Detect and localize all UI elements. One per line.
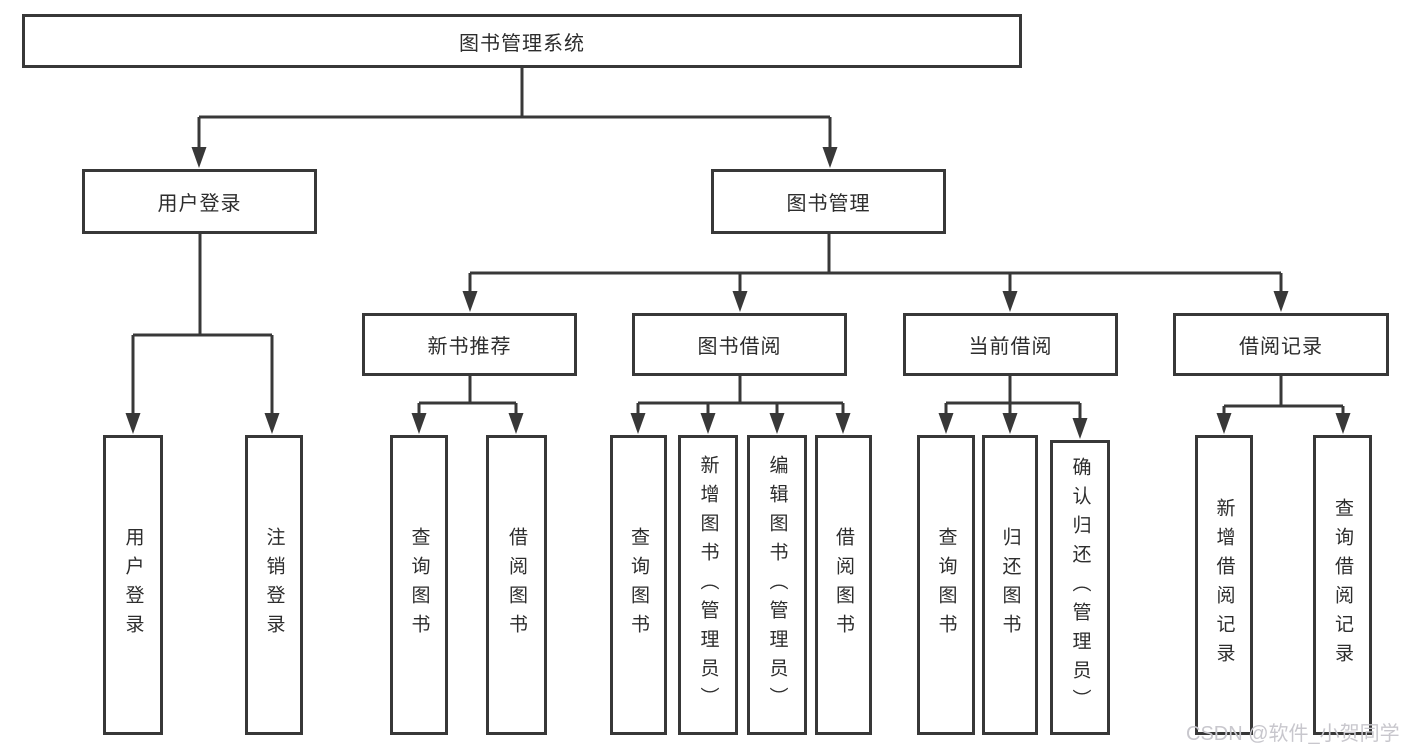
node-label: 用户登录 bbox=[122, 527, 144, 643]
node-label: 图书管理系统 bbox=[459, 32, 585, 55]
node-label: 用户登录 bbox=[157, 193, 242, 215]
leaf-return-book: 归还图书 bbox=[982, 435, 1038, 735]
node-borrow-records: 借阅记录 bbox=[1173, 313, 1389, 376]
node-label: 新增图书（管理员） bbox=[697, 454, 719, 716]
node-label: 确认归还（管理员） bbox=[1069, 457, 1091, 718]
node-user-login: 用户登录 bbox=[82, 169, 317, 234]
node-current-borrow: 当前借阅 bbox=[903, 313, 1118, 376]
node-new-book-recommend: 新书推荐 bbox=[362, 313, 577, 376]
node-label: 编辑图书（管理员） bbox=[766, 454, 788, 716]
node-label: 图书管理 bbox=[786, 193, 871, 215]
leaf-query-books-borrow: 查询图书 bbox=[610, 435, 667, 735]
node-label: 查询图书 bbox=[408, 527, 430, 643]
node-library-system: 图书管理系统 bbox=[22, 14, 1022, 68]
leaf-borrow-books-recommend: 借阅图书 bbox=[486, 435, 547, 735]
node-label: 查询借阅记录 bbox=[1332, 498, 1353, 672]
node-book-borrow: 图书借阅 bbox=[632, 313, 847, 376]
node-label: 借阅图书 bbox=[506, 527, 527, 643]
csdn-watermark: CSDN @软件_小贺同学 bbox=[1186, 723, 1400, 745]
leaf-user-login: 用户登录 bbox=[103, 435, 163, 735]
node-label: 借阅图书 bbox=[833, 527, 854, 643]
leaf-edit-book-admin: 编辑图书（管理员） bbox=[747, 435, 807, 735]
leaf-add-borrow-record: 新增借阅记录 bbox=[1195, 435, 1253, 735]
leaf-query-borrow-record: 查询借阅记录 bbox=[1313, 435, 1372, 735]
leaf-add-book-admin: 新增图书（管理员） bbox=[678, 435, 738, 735]
node-book-management: 图书管理 bbox=[711, 169, 946, 234]
leaf-logout: 注销登录 bbox=[245, 435, 303, 735]
node-label: 新增借阅记录 bbox=[1213, 498, 1235, 672]
node-label: 当前借阅 bbox=[968, 336, 1053, 358]
leaf-query-books-recommend: 查询图书 bbox=[390, 435, 448, 735]
node-label: 查询图书 bbox=[935, 527, 957, 643]
node-label: 借阅记录 bbox=[1239, 336, 1323, 358]
leaf-query-books-current: 查询图书 bbox=[917, 435, 975, 735]
node-label: 图书借阅 bbox=[697, 336, 782, 358]
node-label: 新书推荐 bbox=[427, 336, 512, 358]
leaf-confirm-return-admin: 确认归还（管理员） bbox=[1050, 440, 1110, 735]
node-label: 归还图书 bbox=[999, 527, 1021, 643]
node-label: 注销登录 bbox=[263, 527, 285, 643]
node-label: 查询图书 bbox=[628, 527, 649, 643]
leaf-borrow-books: 借阅图书 bbox=[815, 435, 872, 735]
